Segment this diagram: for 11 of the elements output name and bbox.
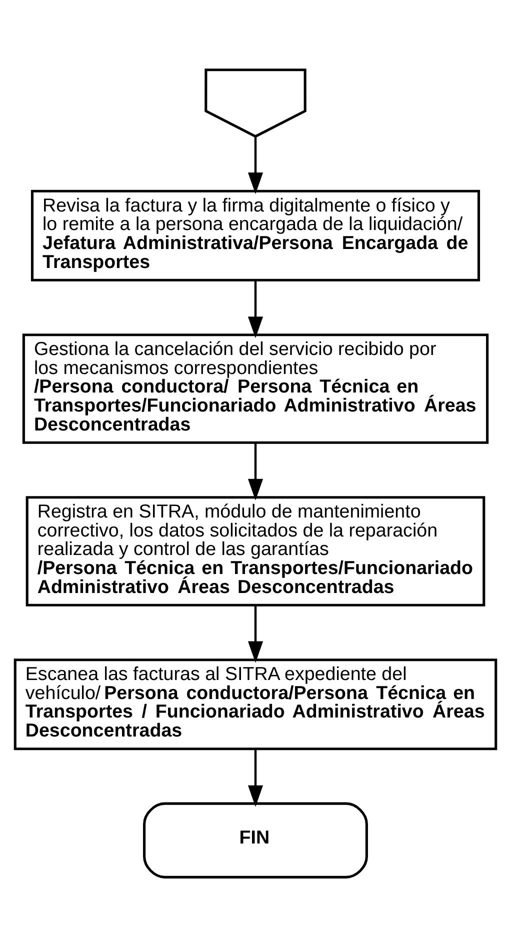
arrow	[248, 604, 264, 662]
node-box: Gestiona la cancelación del servicio recibido por los mecanismos correspondientes/Persona conductora/ Persona Técnica en Transportes/Funcionariado Administrativo Áreas Desconcentradas	[22, 333, 489, 444]
node-box: Escanea las facturas al SITRA expediente del vehículo/ Persona conductora/Persona Técnica en Transportes / Funcionariado Administrativo Áreas Desconcentradas	[14, 658, 498, 750]
node-box: Revisa la factura y la firma digitalmente o físico y lo remite a la persona encargada de la liquidación/Jefatura Administrativa/Persona Encargada de Transportes	[30, 189, 480, 281]
arrow	[248, 749, 264, 806]
arrow	[248, 280, 264, 338]
arrow	[248, 136, 264, 194]
arrow	[248, 442, 264, 500]
node-box: FIN	[143, 802, 368, 878]
node-box: Registra en SITRA, módulo de mantenimiento correctivo, los datos solicitados de la reparación realizada y control de las garantías/Persona Técnica en Transportes/Funcionariado Administrativo Áreas Desconcentradas	[26, 496, 486, 606]
node-offpage	[204, 68, 306, 138]
